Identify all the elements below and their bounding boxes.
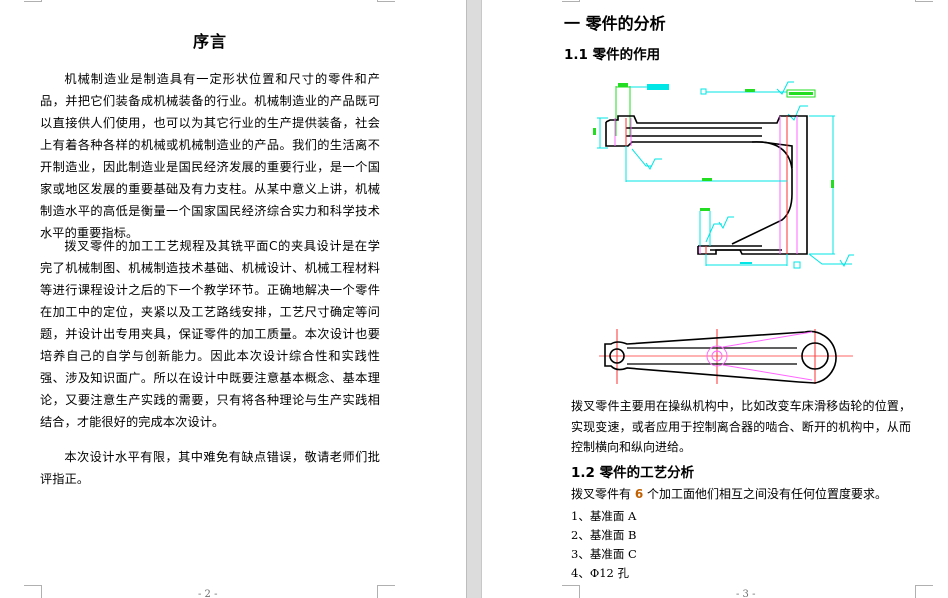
machined-surface-count: 6 (634, 487, 644, 501)
preface-paragraph-1: 机械制造业是制造具有一定形状位置和尺寸的零件和产品，并把它们装备成机械装备的行业… (40, 72, 380, 240)
list-item-datum-a: 1、基准面 A (571, 509, 637, 523)
part-function-paragraph: 拨叉零件主要用在操纵机构中，比如改变车床滑移齿轮的位置，实现变速，或者应用于控制… (571, 399, 911, 454)
page-3: 一 零件的分析 1.1 零件的作用 (482, 0, 948, 598)
preface-paragraph-2: 拨叉零件的加工工艺规程及其铣平面C的夹具设计是在学完了机械制图、机械制造技术基础… (40, 239, 380, 429)
page-number: - 3 - (736, 589, 756, 598)
crop-mark-bottom-left (562, 585, 580, 598)
list-item-datum-c: 3、基准面 C (571, 547, 637, 561)
part-top-view-drawing (599, 329, 853, 384)
crop-mark-bottom-right (915, 585, 933, 598)
crop-mark-bottom-right (377, 585, 395, 598)
paragraph-prefix: 拨叉零件有 (571, 487, 635, 501)
list-item-datum-b: 2、基准面 B (571, 528, 637, 542)
preface-paragraph-3: 本次设计水平有限，其中难免有缺点错误，敬请老师们批评指正。 (40, 450, 380, 486)
crop-mark-bottom-left (24, 585, 42, 598)
paragraph-suffix: 个加工面他们相互之间没有任何位置度要求。 (643, 487, 888, 501)
list-item-hole: 4、Φ12 孔 (571, 566, 630, 580)
page-gutter (466, 0, 482, 598)
preface-title: 序言 (192, 32, 227, 51)
crop-mark-top-right (915, 0, 933, 2)
page-2: 序言 机械制造业是制造具有一定形状位置和尺寸的零件和产品，并把它们装备成机械装备… (0, 0, 466, 598)
crop-mark-top-left (562, 0, 580, 2)
part-side-view-drawing (593, 81, 854, 269)
crop-mark-top-right (377, 0, 395, 2)
section-heading-1-1: 1.1 零件的作用 (564, 47, 661, 63)
crop-mark-top-left (24, 0, 42, 2)
process-analysis-paragraph: 拨叉零件有 6 个加工面他们相互之间没有任何位置度要求。 (571, 484, 931, 505)
chapter-heading: 一 零件的分析 (564, 14, 666, 33)
page-number: - 2 - (198, 589, 218, 598)
section-heading-1-2: 1.2 零件的工艺分析 (571, 465, 695, 481)
